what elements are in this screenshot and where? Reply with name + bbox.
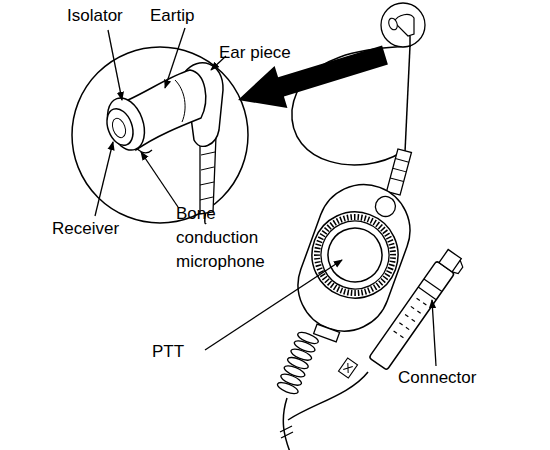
receiver-inner — [110, 117, 128, 140]
leader-line — [432, 300, 436, 366]
leader-line — [95, 142, 113, 216]
tag-symbol — [343, 363, 353, 373]
eartip-fold — [175, 80, 185, 122]
ptt-button — [320, 220, 389, 289]
tag-body — [338, 358, 357, 378]
ptt-ring — [311, 211, 398, 298]
part-label: Bone conduction microphone — [176, 202, 288, 274]
cable — [405, 46, 410, 152]
part-label: Receiver — [52, 217, 119, 241]
leader-line — [108, 30, 122, 100]
cable — [288, 372, 368, 420]
coiled-cable — [276, 330, 320, 396]
strain-relief-ribs — [200, 152, 215, 200]
leader-line — [205, 260, 342, 350]
strain-relief-ribs — [390, 159, 409, 182]
ptt-bottom-boot — [314, 324, 340, 342]
part-label: PTT — [152, 340, 184, 364]
small-view-circle — [381, 3, 425, 47]
receiver-part — [102, 105, 138, 149]
small-receiver — [387, 17, 399, 31]
strain-relief — [387, 149, 412, 195]
ptt-serration — [306, 206, 403, 303]
isolator-part — [101, 93, 151, 155]
part-label: Isolator — [67, 4, 123, 28]
connector-tip — [439, 250, 461, 272]
coil-turn — [276, 380, 299, 396]
part-label: Connector — [398, 366, 476, 390]
magnifier-circle — [72, 47, 248, 223]
strain-relief-body — [387, 149, 412, 195]
clip-mount — [373, 194, 399, 220]
break-mark — [280, 426, 293, 438]
connector-plug — [369, 248, 466, 372]
cable — [409, 36, 411, 47]
leader-line — [165, 28, 185, 88]
leader-line — [141, 152, 178, 207]
cable-loop — [292, 46, 410, 165]
part-label: Ear piece — [219, 41, 291, 65]
ptt-bezel — [300, 200, 410, 310]
connector-body — [369, 261, 455, 370]
part-label: Eartip — [150, 4, 194, 28]
cable-tag — [338, 358, 357, 378]
strain-relief — [200, 136, 216, 214]
connector-latch — [452, 260, 465, 275]
cable — [283, 398, 290, 450]
